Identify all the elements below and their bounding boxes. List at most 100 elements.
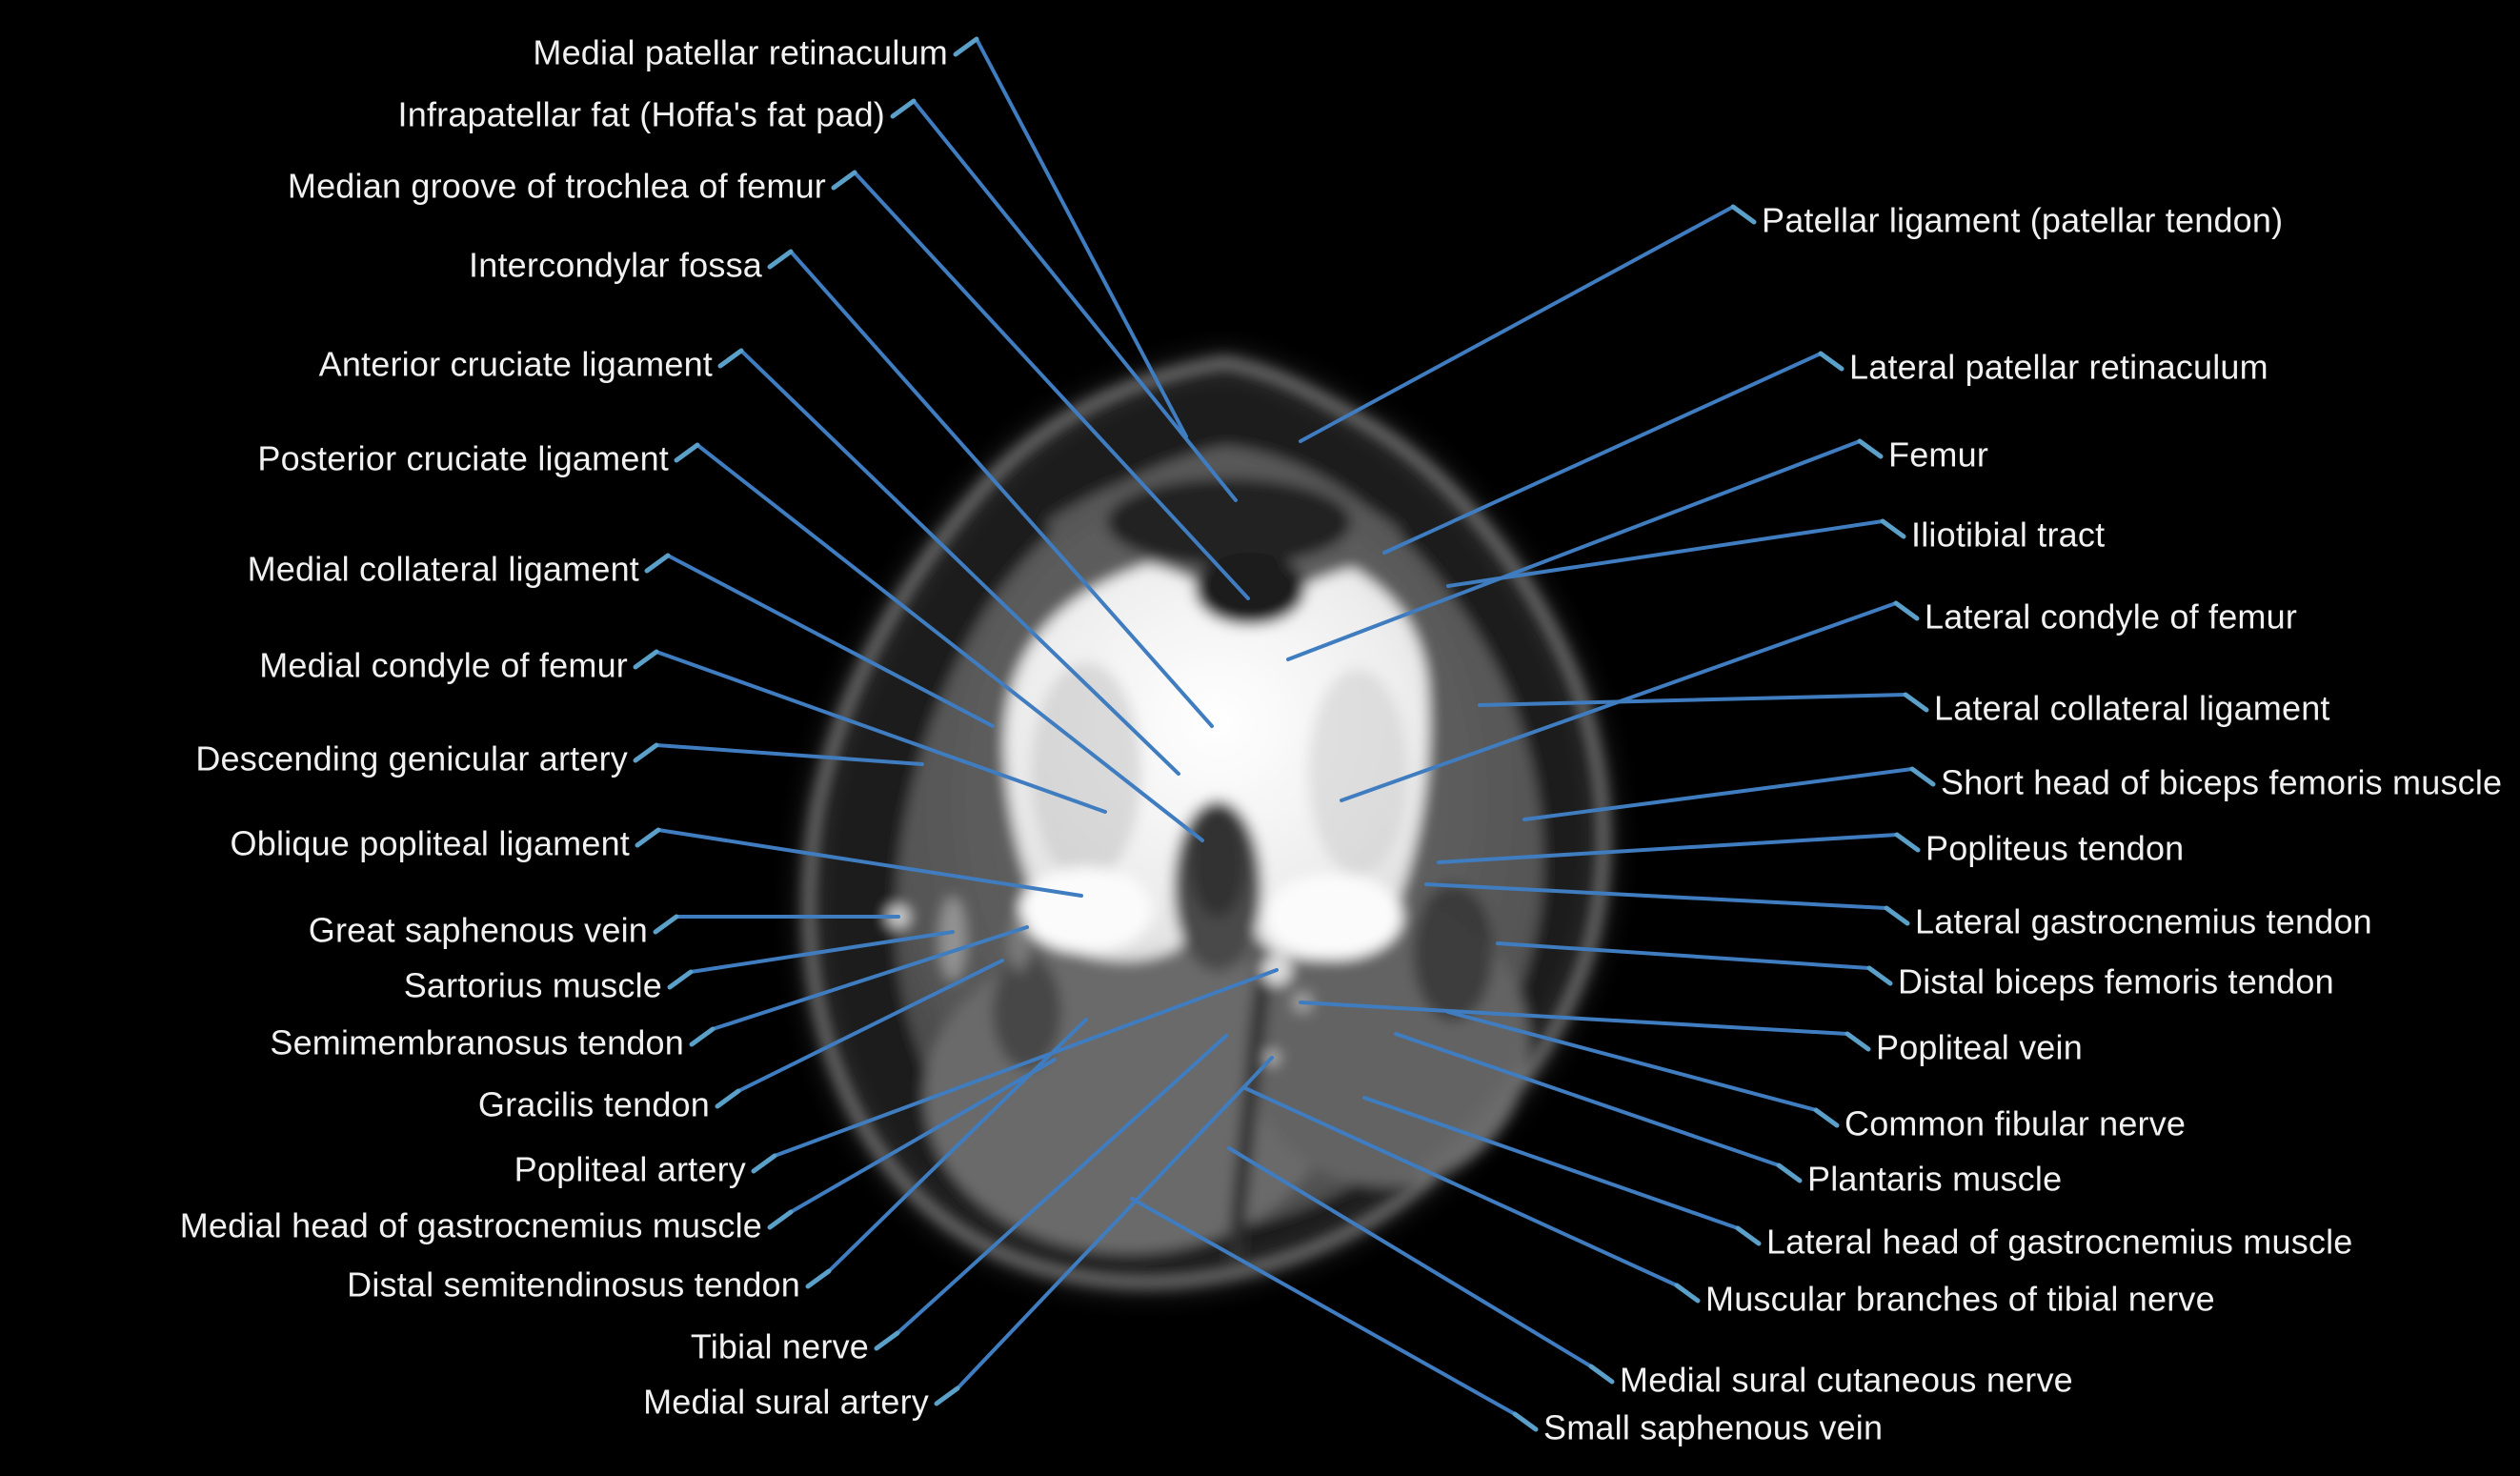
leader-line	[668, 930, 955, 989]
anatomy-label-anterior-cruciate-ligament: Anterior cruciate ligament	[318, 344, 713, 384]
anatomy-label-gracilis-tendon: Gracilis tendon	[477, 1084, 710, 1124]
leader-line	[1730, 204, 1757, 225]
leader-line	[1845, 1031, 1871, 1052]
leader-line	[751, 1153, 777, 1174]
leader-line	[890, 98, 917, 119]
leader-line	[674, 442, 700, 463]
anatomy-label-short-head-of-biceps-femoris-muscle: Short head of biceps femoris muscle	[1941, 762, 2503, 802]
hoffa-fat-pad-region	[1107, 478, 1351, 566]
leader-line	[634, 650, 1107, 814]
leader-line	[1818, 351, 1845, 372]
anatomy-label-femur: Femur	[1888, 435, 1989, 475]
anatomy-label-lateral-condyle-of-femur: Lateral condyle of femur	[1925, 596, 2298, 637]
posterolateral-fat-pocket	[1413, 884, 1493, 1021]
leader-line	[1866, 965, 1893, 986]
anatomy-label-lateral-patellar-retinaculum: Lateral patellar retinaculum	[1849, 347, 2268, 387]
leader-line	[935, 1056, 1274, 1405]
leader-line	[767, 249, 794, 270]
anatomy-label-distal-biceps-femoris-tendon: Distal biceps femoris tendon	[1898, 961, 2334, 1001]
leader-line	[1893, 600, 1920, 621]
leader-line	[1130, 1197, 1538, 1431]
leader-line	[767, 1209, 794, 1230]
anatomy-label-patellar-ligament-patellar-tendon: Patellar ligament (patellar tendon)	[1762, 200, 2284, 240]
anatomy-label-intercondylar-fossa: Intercondylar fossa	[469, 245, 762, 285]
leader-line	[1857, 438, 1884, 459]
leader-line	[1299, 1001, 1870, 1051]
leader-line	[1446, 519, 1905, 588]
leader-line	[635, 827, 661, 848]
leader-line	[1437, 833, 1920, 864]
leader-line	[1735, 1225, 1762, 1246]
leader-line	[1299, 205, 1756, 443]
leader-line	[644, 553, 671, 574]
anatomy-label-popliteal-artery: Popliteal artery	[514, 1149, 746, 1189]
anatomy-label-infrapatellar-fat-hoffa-s-fat-pad: Infrapatellar fat (Hoffa's fat pad)	[397, 94, 885, 134]
sartorius-tendon-streak	[939, 897, 966, 981]
medial-condyle-texture	[1031, 662, 1141, 881]
leader-line	[1243, 1086, 1700, 1303]
posteromedial-fat-pocket	[993, 955, 1061, 1069]
leader-line	[634, 743, 924, 766]
anatomy-label-lateral-head-of-gastrocnemius-muscle: Lateral head of gastrocnemius muscle	[1766, 1222, 2353, 1262]
anatomy-label-medial-patellar-retinaculum: Medial patellar retinaculum	[533, 32, 948, 72]
leader-line	[1674, 1283, 1701, 1304]
leader-line	[689, 1026, 716, 1047]
leader-line	[718, 349, 1180, 776]
anatomy-label-descending-genicular-artery: Descending genicular artery	[195, 738, 628, 778]
leader-line	[1776, 1163, 1803, 1183]
anatomy-label-small-saphenous-vein: Small saphenous vein	[1543, 1407, 1884, 1447]
leader-line	[633, 742, 659, 763]
leader-line	[667, 969, 694, 990]
anatomy-label-medial-sural-artery: Medial sural artery	[643, 1382, 929, 1422]
patellar-tendon-band	[1045, 463, 1401, 553]
anatomy-label-median-groove-of-trochlea-of-femur: Median groove of trochlea of femur	[287, 166, 826, 206]
anatomy-label-lateral-collateral-ligament: Lateral collateral ligament	[1934, 688, 2330, 728]
anatomy-label-distal-semitendinosus-tendon: Distal semitendinosus tendon	[347, 1264, 800, 1304]
anatomy-label-medial-sural-cutaneous-nerve: Medial sural cutaneous nerve	[1620, 1360, 2073, 1400]
leader-line	[891, 99, 1238, 502]
anatomy-label-semimembranosus-tendon: Semimembranosus tendon	[270, 1022, 684, 1062]
leader-line	[1496, 941, 1892, 985]
leader-line	[875, 1034, 1228, 1350]
anatomy-label-plantaris-muscle: Plantaris muscle	[1807, 1159, 2063, 1199]
leader-line	[1512, 1411, 1539, 1432]
anatomy-label-lateral-gastrocnemius-tendon: Lateral gastrocnemius tendon	[1915, 901, 2372, 941]
leader-line	[1813, 1107, 1840, 1128]
leader-line	[1394, 1032, 1802, 1183]
leader-line	[805, 1268, 832, 1289]
leader-line	[1903, 692, 1929, 713]
leader-line	[717, 348, 744, 369]
leader-line	[806, 1018, 1088, 1288]
anatomy-label-great-saphenous-vein: Great saphenous vein	[308, 910, 648, 950]
anatomy-label-iliotibial-tract: Iliotibial tract	[1911, 515, 2106, 555]
anatomy-label-oblique-popliteal-ligament: Oblique popliteal ligament	[230, 823, 630, 863]
leader-line	[1478, 693, 1928, 712]
leader-line	[1880, 518, 1906, 539]
leader-line	[953, 36, 979, 57]
leader-line	[1588, 1364, 1615, 1385]
leader-line	[1522, 767, 1935, 821]
anatomy-label-posterior-cruciate-ligament: Posterior cruciate ligament	[257, 438, 669, 478]
anatomy-label-medial-collateral-ligament: Medial collateral ligament	[247, 549, 639, 589]
leader-line	[954, 37, 1188, 438]
leader-line	[654, 915, 900, 934]
leader-line	[934, 1385, 960, 1406]
lateral-condyle-texture	[1308, 669, 1407, 875]
leader-line	[1286, 439, 1883, 661]
leader-line	[831, 170, 857, 191]
intercondylar-fossa-core	[1190, 807, 1245, 918]
leader-line	[1424, 882, 1909, 925]
leader-line	[1909, 766, 1936, 787]
leader-line	[635, 828, 1083, 898]
leader-line	[752, 968, 1279, 1173]
leader-line	[675, 443, 1204, 842]
anatomy-label-popliteus-tendon: Popliteus tendon	[1925, 828, 2185, 868]
medial-condyle-bright-rim	[1019, 867, 1153, 953]
skin-glow	[801, 354, 1611, 1290]
leader-line	[1227, 1146, 1614, 1384]
leader-line	[1884, 905, 1910, 926]
leader-line	[645, 554, 995, 728]
posterior-midline-fissure	[1226, 938, 1275, 1268]
